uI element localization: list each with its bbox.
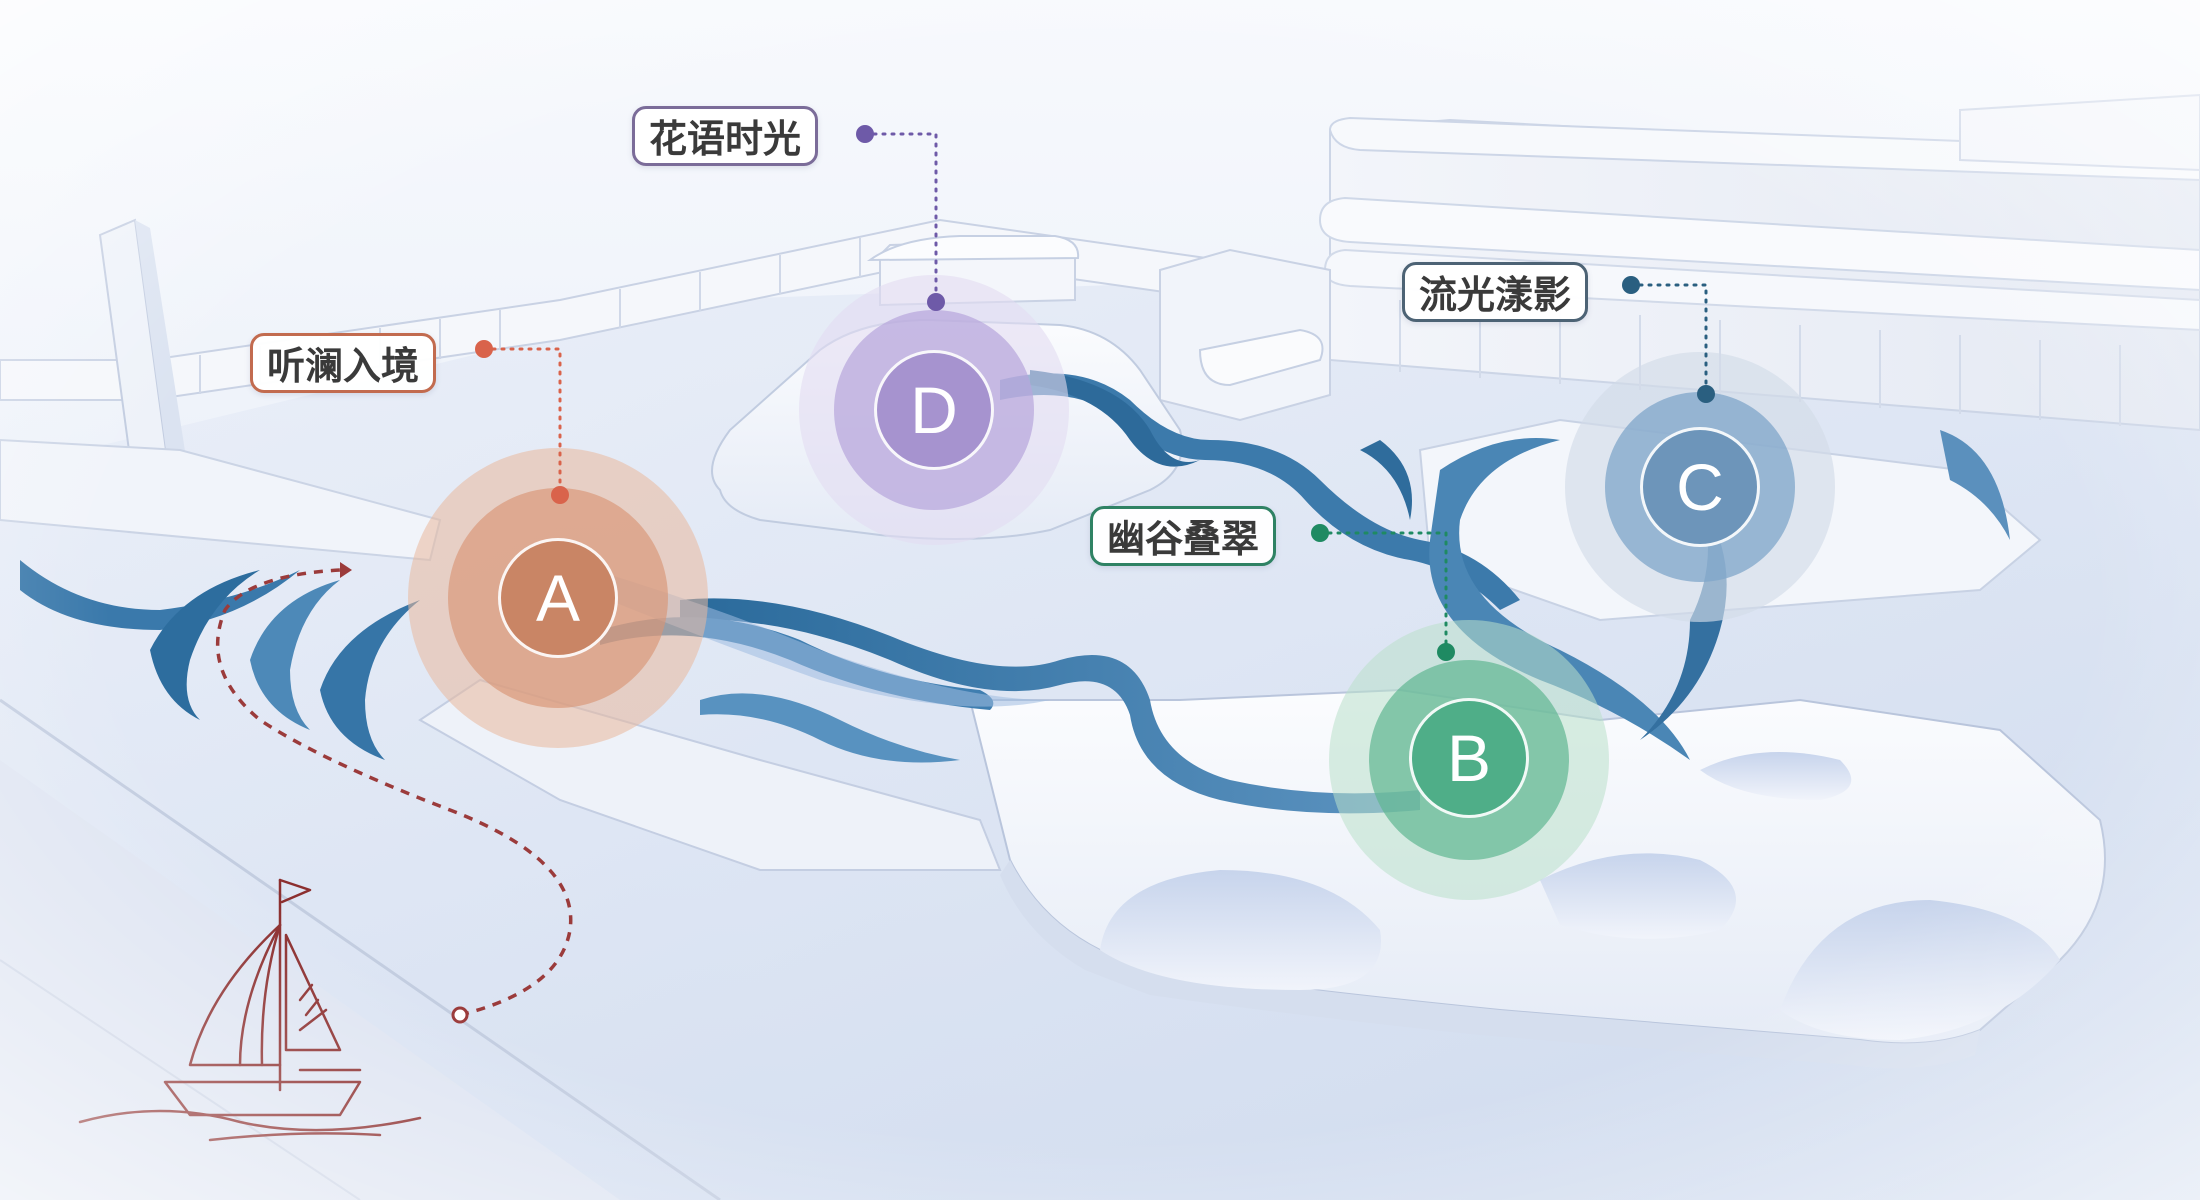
zone-d-label: 花语时光 [632,106,819,166]
zone-b-badge: B [1409,698,1529,818]
zone-c-badge: C [1640,427,1760,547]
zone-d-badge: D [874,350,994,470]
zone-c-label: 流光漾影 [1402,262,1589,322]
zone-b-label: 幽谷叠翠 [1090,506,1277,566]
zone-a-badge: A [498,538,618,658]
zone-a-label: 听澜入境 [250,333,437,393]
